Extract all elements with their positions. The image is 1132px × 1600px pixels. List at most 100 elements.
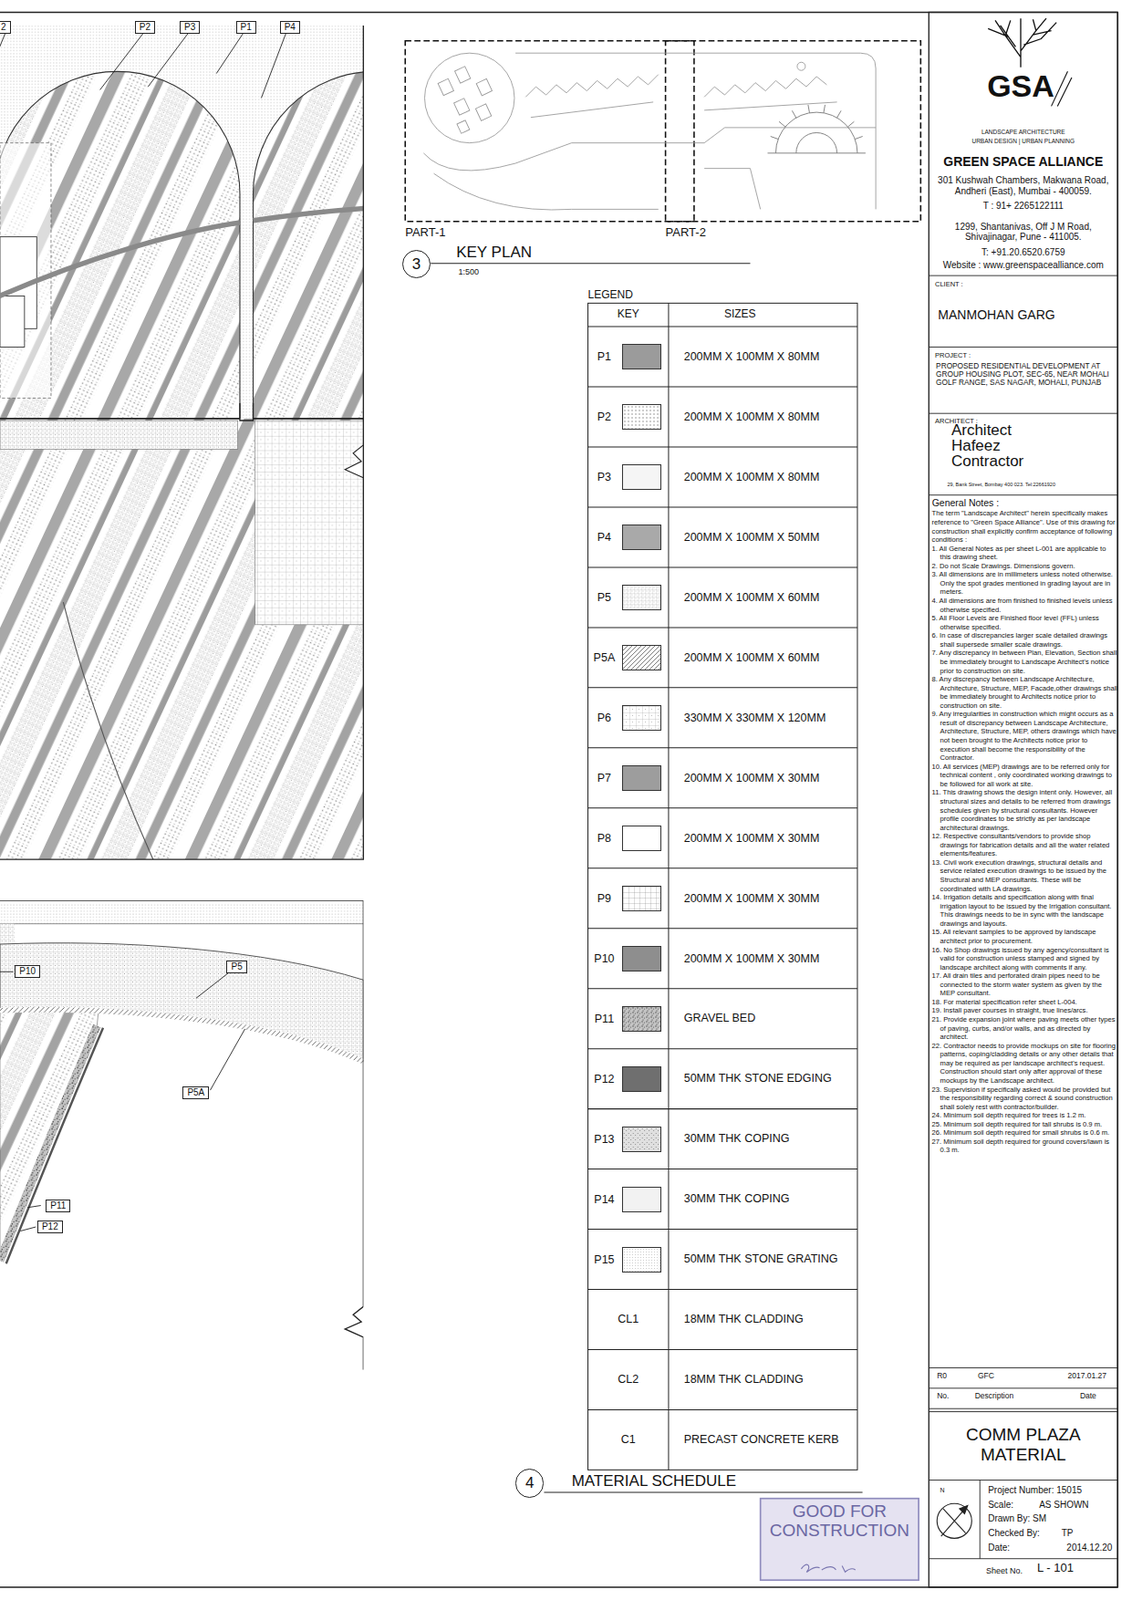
tag-text: P12 (41, 1221, 59, 1232)
legend-swatch (622, 945, 663, 972)
plaza-plan-part (0, 923, 364, 925)
general-note: 9. Any irregularities in construction wh… (932, 709, 1119, 762)
legend-row: P5 (588, 567, 669, 628)
material-tag: P1 (236, 20, 257, 34)
legend-key: P12 (588, 1048, 622, 1110)
material-tag: P5A (182, 1086, 209, 1100)
plaza-plan-part (0, 1026, 97, 1261)
legend-swatch (622, 1066, 663, 1092)
size-cell: 200MM X 100MM X 60MM (684, 567, 858, 628)
plaza-plan-part (0, 943, 364, 1062)
logo-subtitle: LANDSCAPE ARCHITECTURE (931, 128, 1117, 136)
view-frame (0, 25, 364, 860)
north-arrow (936, 1503, 972, 1538)
logo-tree (987, 18, 1057, 68)
plaza-plan-part (253, 71, 364, 418)
sheet-info: 2014.12.20 (1066, 1542, 1112, 1554)
swatch-pattern (623, 585, 662, 610)
drawing-sheet (0, 11, 1118, 1588)
schedule-table (588, 326, 858, 1410)
architect-name: Architect Hafeez Contractor (951, 422, 1049, 469)
key-plan-drawing (775, 112, 858, 154)
legend-swatch (622, 885, 663, 912)
material-tag: P4 (280, 20, 301, 34)
tag-text: P11 (50, 1200, 66, 1211)
general-note: 19. Install paver courses in straight, t… (932, 1006, 1119, 1016)
legend-row: P1 (588, 326, 669, 387)
key-cell: CL1 (588, 1289, 669, 1351)
key-plan-drawing (530, 102, 838, 118)
legend-row: P7 (588, 747, 669, 809)
plaza-plan-part (0, 900, 364, 1371)
plaza-plan-part (0, 418, 364, 860)
size-cell: 30MM THK COPING (684, 1109, 858, 1170)
sheet-info: Scale: (987, 1499, 1014, 1511)
title-block (928, 275, 1118, 1559)
key-plan-drawing (436, 60, 503, 134)
leader-line (27, 1205, 42, 1208)
key-plan-drawing (437, 78, 454, 95)
leader-line (0, 971, 14, 973)
tag-text: P10 (19, 965, 36, 977)
schedule-table (588, 302, 858, 1470)
material-tag: P10 (14, 965, 41, 978)
revision-cell: 2017.01.27 (1067, 1371, 1107, 1382)
plaza-plan-part (62, 602, 153, 860)
logo-text: GSA (971, 69, 1070, 104)
legend-key: P3 (588, 446, 622, 508)
view-number-circle: 4 (515, 1468, 544, 1497)
schedule-table (588, 302, 858, 1470)
legend-swatch (622, 404, 663, 430)
field-label: PROJECT : (934, 352, 971, 361)
general-note: 22. Contractor needs to provide mockups … (932, 1041, 1119, 1086)
north-arrow (959, 1505, 968, 1515)
title-block (928, 11, 1118, 1588)
firm-phone: T : 91+ 2265122111 (931, 200, 1117, 212)
legend-swatch (622, 1006, 663, 1032)
leader-line (210, 1028, 246, 1091)
table-header: SIZES (668, 302, 812, 327)
tag-text: 3 (412, 255, 421, 274)
legend-key: P4 (588, 507, 622, 568)
legend-swatch (622, 464, 663, 490)
firm-phone: T: +91.20.6520.6759 (931, 247, 1117, 259)
legend-key: P5 (588, 567, 622, 628)
key-cell: CL2 (588, 1349, 669, 1410)
approval-stamp (800, 1564, 855, 1572)
leader-line (260, 33, 286, 98)
general-note: 16. No Shop drawings issued by any agenc… (932, 945, 1119, 973)
swatch-pattern (623, 405, 662, 429)
firm-address: 301 Kushwah Chambers, Makwana Road, Andh… (931, 175, 1117, 196)
general-note: 4. All dimensions are from finished to f… (932, 596, 1119, 614)
notes-heading: General Notes : (932, 497, 1000, 509)
plaza-plan-part (0, 25, 364, 860)
revision-header: Date (1080, 1391, 1097, 1402)
plaza-plan-part (0, 902, 364, 924)
legend-row: P11 (588, 988, 669, 1049)
material-tag: P3 (179, 20, 200, 34)
leader-line (0, 33, 6, 52)
firm-address: 1299, Shantanivas, Off J M Road, Shivaji… (931, 221, 1117, 242)
key-plan-drawing (425, 52, 515, 143)
view-title: MATERIAL SCHEDULE (571, 1472, 737, 1491)
key-plan-drawing (665, 41, 695, 222)
size-cell: 200MM X 100MM X 50MM (684, 507, 858, 568)
legend-swatch (622, 584, 663, 611)
general-note: 6. In case of discrepancies larger scale… (932, 631, 1119, 649)
legend-key: P11 (588, 988, 622, 1049)
size-cell: 50MM THK STONE GRATING (684, 1229, 858, 1290)
swatch-pattern (623, 645, 662, 670)
general-note: 21. Provide expansion joint where paving… (932, 1015, 1119, 1042)
table-header: KEY (588, 302, 669, 327)
scale-label: 1:500 (457, 267, 479, 277)
view-title-line (430, 263, 862, 1493)
legend-key: P8 (588, 808, 622, 869)
size-cell: PRECAST CONCRETE KERB (684, 1409, 858, 1470)
key-plan-drawing (704, 76, 827, 97)
general-note: 3. All dimensions are in millimeters unl… (932, 570, 1119, 597)
leader-line (100, 33, 144, 91)
plaza-plan-part (0, 143, 52, 399)
legend-key: P5A (588, 627, 622, 688)
general-note: 15. All relevant samples to be approved … (932, 927, 1119, 946)
general-note: 26. Minimum soil depth required for smal… (932, 1128, 1119, 1138)
